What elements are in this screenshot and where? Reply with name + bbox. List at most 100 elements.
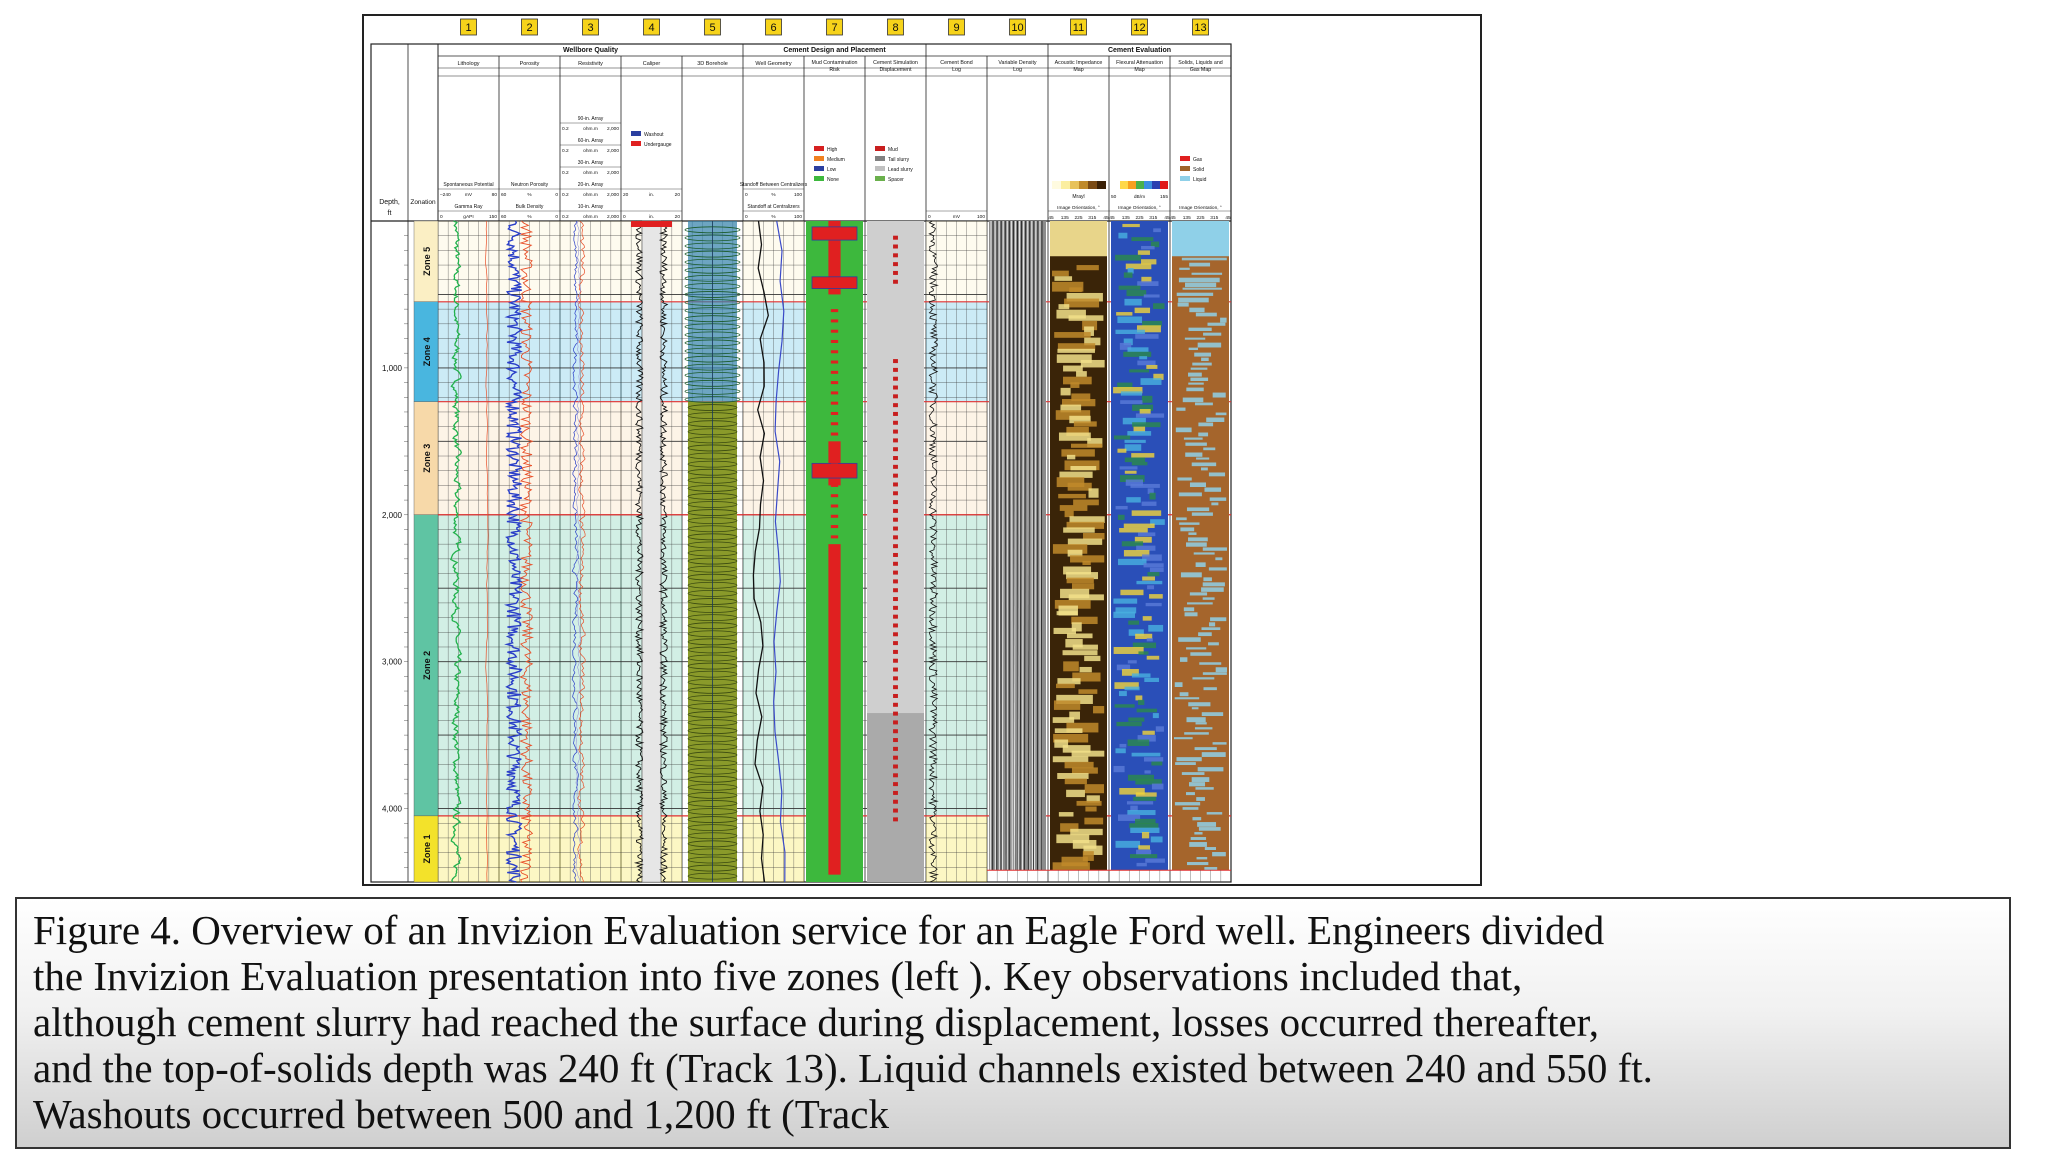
undergauge-marker — [631, 221, 672, 227]
impedance-bright-patch — [1056, 683, 1075, 689]
liquid-channel-patch — [1176, 517, 1187, 521]
liquid-channel-patch — [1198, 422, 1214, 427]
liquid-channel-patch — [1215, 557, 1223, 561]
attenuation-patch — [1142, 730, 1155, 735]
legend-label: Low — [827, 167, 837, 173]
attenuation-patch — [1129, 854, 1158, 859]
attenuation-patch — [1132, 422, 1161, 428]
attenuation-patch — [1124, 444, 1142, 451]
curve-name: Neutron Porosity — [511, 182, 549, 188]
impedance-bright-patch — [1066, 454, 1076, 460]
mud-risk-high-spot — [830, 463, 839, 467]
attenuation-patch — [1135, 792, 1157, 797]
attenuation-patch — [1149, 594, 1163, 599]
impedance-bright-patch — [1064, 460, 1100, 471]
neutron-porosity-curve — [503, 220, 525, 883]
curve-scale-max: 150 — [489, 214, 497, 220]
attenuation-patch — [1113, 765, 1125, 773]
attenuation-patch — [1148, 624, 1164, 632]
orientation-tick: 225 — [1196, 215, 1204, 221]
depth-label: 4,000 — [382, 805, 403, 814]
impedance-bright-patch — [1053, 733, 1089, 743]
mud-risk-high-spot — [830, 699, 839, 703]
mud-risk-high-spot — [830, 360, 839, 364]
mud-risk-high-spot — [830, 350, 839, 354]
attenuation-patch — [1135, 633, 1153, 639]
caliper-curve-right — [658, 220, 669, 883]
mud-risk-high-spot — [830, 525, 839, 529]
mud-channel-spot — [893, 729, 898, 734]
liquid-channel-patch — [1194, 727, 1213, 730]
attenuation-patch — [1151, 761, 1163, 766]
caption-line: Figure 4. Overview of an Invizion Evalua… — [33, 907, 1605, 953]
bulk-density-curve — [518, 220, 535, 883]
impedance-bright-patch — [1063, 527, 1095, 533]
mud-channel-spot — [893, 367, 898, 372]
curve-scale-min: 0.2 — [562, 214, 569, 220]
liquid-channel-patch — [1201, 357, 1209, 362]
mud-channel-spot — [893, 667, 898, 672]
curve-scale-min: 0 — [440, 214, 443, 220]
impedance-bright-patch — [1064, 761, 1094, 769]
liquid-channel-patch — [1178, 637, 1201, 642]
liquid-channel-patch — [1192, 817, 1202, 821]
curve-scale-min: 0.2 — [562, 126, 569, 132]
impedance-bright-patch — [1079, 666, 1092, 673]
caption-line: the Invizion Evaluation presentation int… — [33, 953, 1523, 999]
liquid-channel-patch — [1190, 837, 1207, 840]
orientation-tick: 45 — [1164, 215, 1170, 221]
mud-risk-high-spot — [830, 627, 839, 631]
impedance-bright-patch — [1056, 477, 1085, 488]
mud-risk-high-spot — [830, 843, 839, 847]
liquid-channel-patch — [1195, 722, 1207, 725]
liquid-channel-patch — [1210, 617, 1227, 622]
attenuation-patch — [1138, 699, 1145, 705]
legend-swatch — [814, 176, 824, 181]
curve-scale-unit: % — [527, 192, 532, 198]
mud-risk-high-spot — [830, 689, 839, 693]
impedance-bright-patch — [1073, 421, 1097, 427]
depth-unit: ft — [388, 210, 392, 217]
colorbar-max: 155 — [1160, 194, 1168, 200]
impedance-bright-patch — [1082, 320, 1098, 331]
curve-scale-unit: in. — [649, 214, 654, 220]
figure-caption: Figure 4. Overview of an Invizion Evalua… — [15, 897, 2011, 1149]
impedance-bright-patch — [1061, 399, 1096, 407]
liquid-channel-patch — [1208, 567, 1227, 571]
orientation-tick: 315 — [1088, 215, 1096, 221]
legend-swatch — [875, 146, 885, 151]
mud-channel-spot — [893, 473, 898, 478]
attenuation-patch — [1132, 404, 1154, 411]
impedance-bright-patch — [1073, 499, 1099, 506]
curve-scale-min: 60 — [501, 192, 507, 198]
liquid-channel-patch — [1204, 487, 1222, 492]
legend-label: Liquid — [1193, 177, 1207, 183]
mud-risk-high-spot — [830, 586, 839, 590]
attenuation-patch — [1146, 364, 1158, 369]
impedance-bright-patch — [1071, 616, 1098, 625]
liquid-channel-patch — [1188, 372, 1202, 377]
attenuation-patch — [1115, 748, 1126, 754]
impedance-bright-patch — [1057, 343, 1096, 351]
liquid-channel-patch — [1187, 862, 1209, 866]
mud-channel-spot — [893, 658, 898, 663]
attenuation-patch — [1126, 497, 1141, 503]
attenuation-patch — [1145, 602, 1162, 607]
impedance-bright-patch — [1067, 549, 1083, 557]
legend-label: Medium — [827, 157, 845, 163]
curve-scale-unit: ohm.m — [583, 214, 598, 220]
curve-scale-unit: ohm.m — [583, 148, 598, 154]
liquid-channel-patch — [1207, 322, 1226, 326]
attenuation-patch — [1147, 572, 1160, 577]
attenuation-patch — [1131, 453, 1155, 458]
mud-channel-spot — [893, 420, 898, 425]
track-number: 8 — [892, 22, 898, 34]
attenuation-patch — [1129, 369, 1150, 373]
impedance-bright-patch — [1053, 700, 1081, 710]
impedance-bright-patch — [1072, 672, 1101, 682]
mud-channel-spot — [893, 693, 898, 698]
liquid-channel-patch — [1181, 257, 1227, 261]
impedance-bright-patch — [1066, 292, 1103, 302]
liquid-channel-patch — [1193, 552, 1215, 555]
impedance-bright-patch — [1054, 728, 1083, 734]
